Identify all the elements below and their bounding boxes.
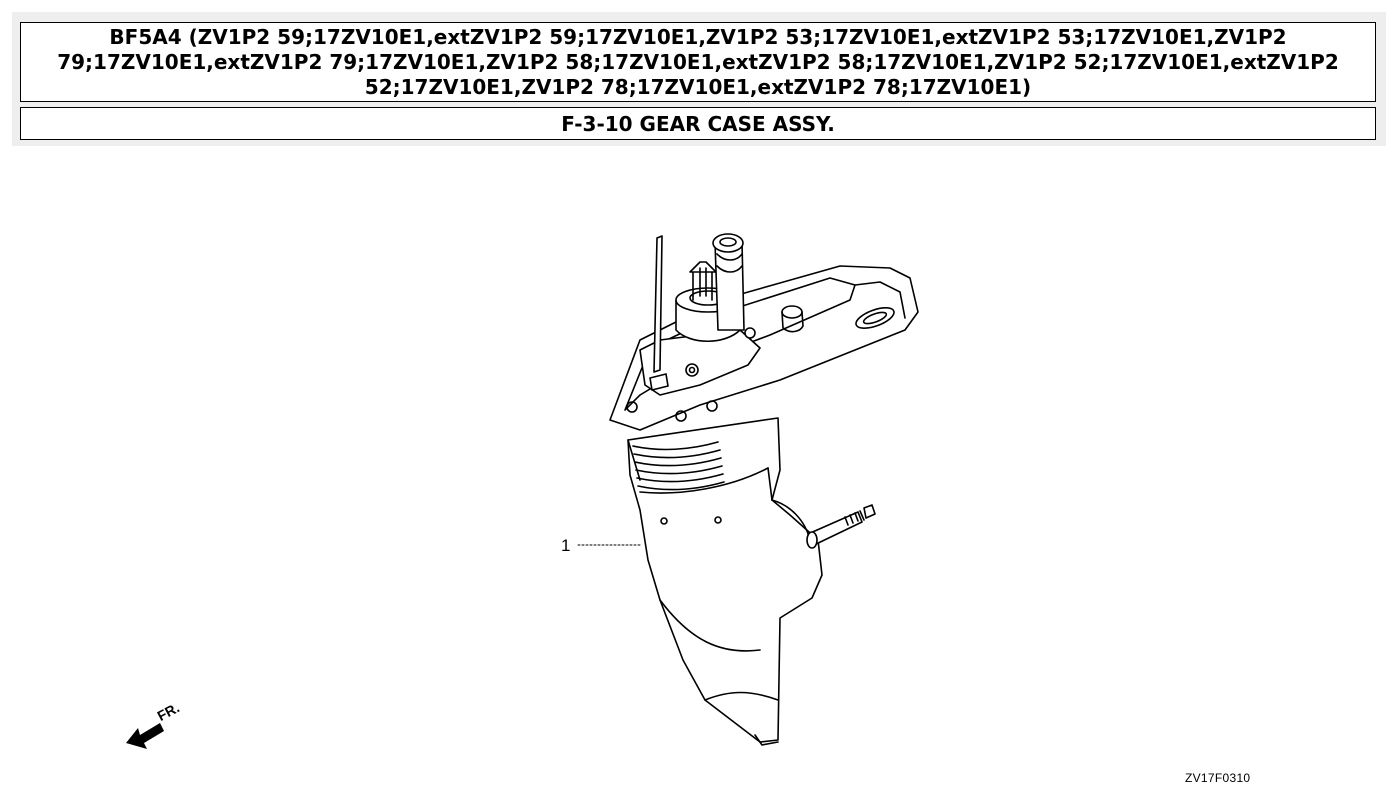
callout-number: 1	[561, 536, 571, 555]
front-direction-arrow	[126, 723, 164, 749]
subtitle-box: F-3-10 GEAR CASE ASSY.	[20, 107, 1376, 140]
shift-rod	[712, 233, 745, 331]
drawing-code: ZV17F0310	[1185, 771, 1251, 785]
water-tube	[649, 235, 669, 391]
title-box: BF5A4 (ZV1P2 59;17ZV10E1,extZV1P2 59;17Z…	[20, 22, 1376, 102]
header-panel: BF5A4 (ZV1P2 59;17ZV10E1,extZV1P2 59;17Z…	[12, 12, 1386, 146]
gear-case-body	[627, 417, 823, 746]
drive-shaft	[689, 261, 717, 301]
section-title: F-3-10 GEAR CASE ASSY.	[561, 111, 835, 136]
propeller-shaft	[806, 504, 876, 549]
page-title: BF5A4 (ZV1P2 59;17ZV10E1,extZV1P2 59;17Z…	[57, 24, 1339, 99]
